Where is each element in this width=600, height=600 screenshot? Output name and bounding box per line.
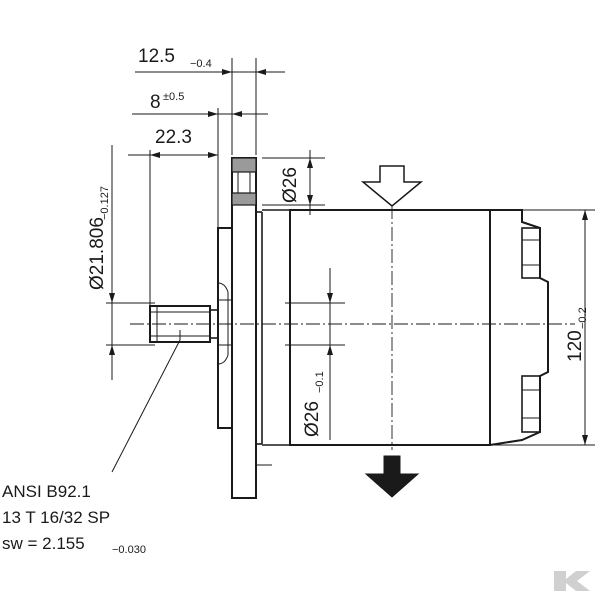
dimension-flange-thickness: 12.5 −0.4	[135, 46, 285, 155]
center-lines	[130, 205, 575, 450]
flange-thickness-value: 12.5	[138, 46, 175, 67]
port-diameter-value: Ø26	[280, 167, 301, 203]
pilot-length-tolerance: ±0.5	[163, 91, 184, 103]
flange-port-section-bottom	[231, 192, 257, 206]
pilot-boss	[217, 227, 233, 429]
pump-body	[262, 209, 491, 446]
flange-port-section-top	[231, 157, 257, 173]
solid-down-arrow-icon	[364, 455, 420, 498]
pilot-diameter-value: Ø21.806	[87, 217, 108, 290]
brand-logo-icon	[554, 571, 590, 591]
dimension-shaft-length: 22.3	[128, 127, 219, 310]
pilot-length-value: 8	[150, 92, 161, 113]
body-height-value: 120	[565, 330, 586, 362]
dimension-pilot-diameter: Ø21.806 −0.127	[87, 145, 155, 380]
rear-cover	[489, 209, 549, 446]
spline-sw-tolerance: −0.030	[112, 544, 146, 556]
dimension-body-port-diameter: Ø26 −0.1	[285, 268, 345, 440]
spline-spec: 13 T 16/32 SP	[2, 508, 110, 527]
shaft-length-value: 22.3	[155, 127, 192, 148]
spline-note: ANSI B92.1 13 T 16/32 SP sw = 2.155 −0.0…	[2, 482, 146, 556]
spline-note-leader	[111, 330, 181, 473]
pilot-diameter-tolerance: −0.127	[99, 186, 111, 220]
flange-thickness-tolerance: −0.4	[190, 58, 212, 70]
hollow-down-arrow-icon	[360, 165, 424, 207]
dimension-body-height: 120 −0.2	[492, 209, 595, 446]
spline-sw-value: sw = 2.155	[2, 534, 85, 553]
spline-standard: ANSI B92.1	[2, 482, 91, 501]
dimension-port-diameter: Ø26	[262, 150, 325, 215]
body-port-diameter-value: Ø26	[302, 401, 323, 437]
body-height-tolerance: −0.2	[577, 307, 589, 329]
mounting-flange	[231, 157, 272, 499]
body-port-diameter-tolerance: −0.1	[314, 371, 326, 393]
